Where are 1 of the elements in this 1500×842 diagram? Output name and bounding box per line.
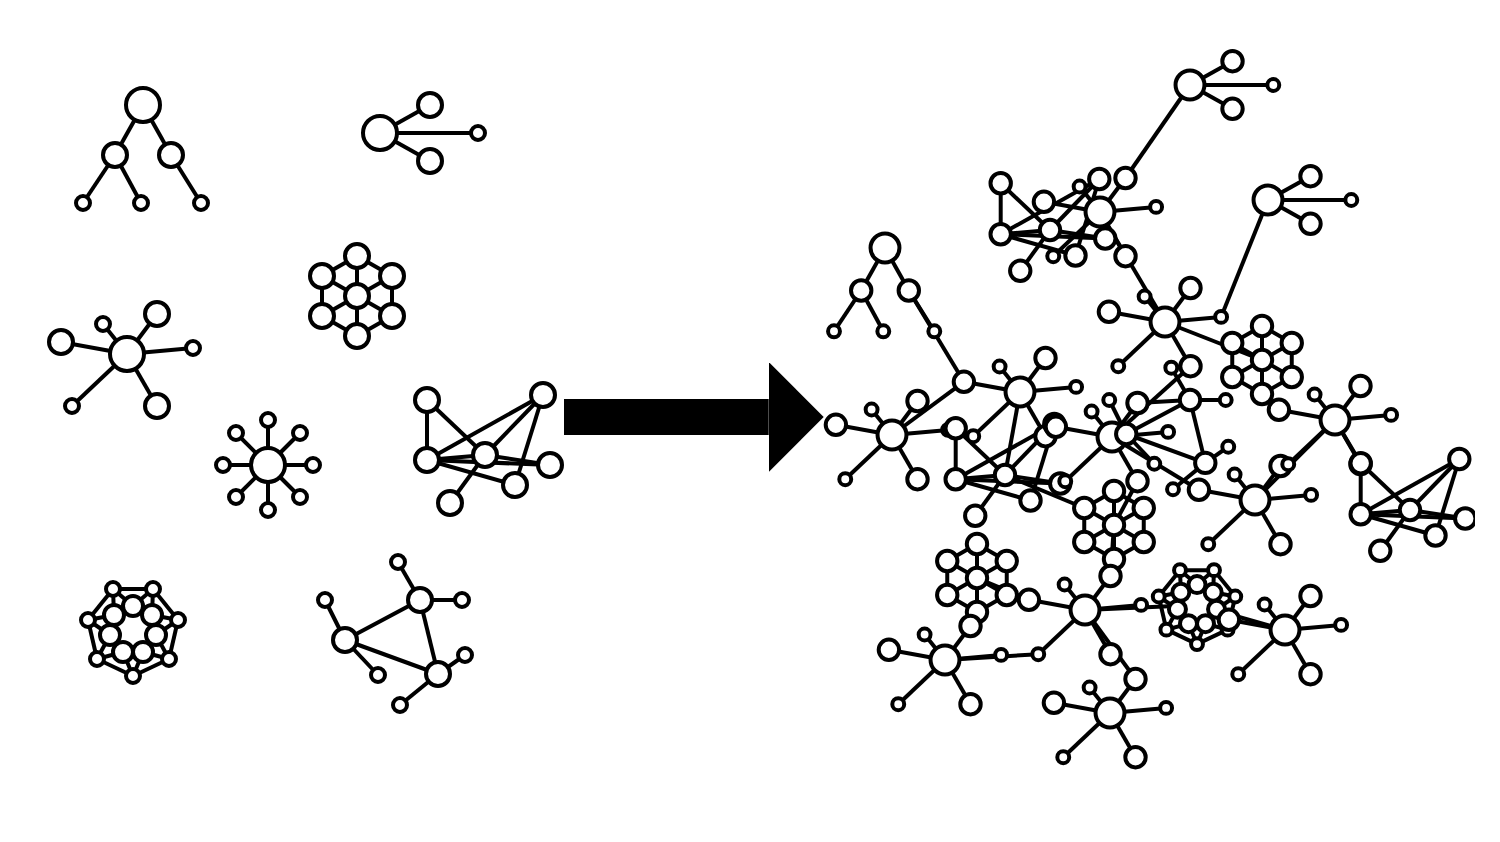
- arrow: [564, 362, 824, 472]
